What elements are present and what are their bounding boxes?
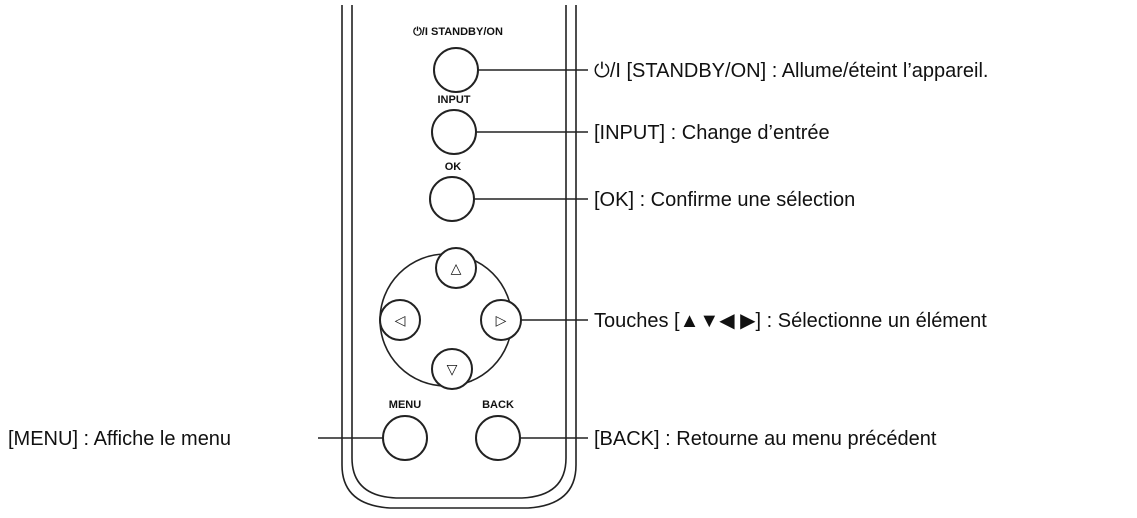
back-button[interactable] [475,415,521,461]
right-arrow-icon: ▷ [496,313,507,329]
down-arrow-icon: ▽ [447,362,458,378]
input-button[interactable] [431,109,477,155]
back-callout: [BACK] : Retourne au menu précédent [594,428,937,450]
ok-callout: [OK] : Confirme une sélection [594,189,855,211]
standby-callout: ⏻/I [STANDBY/ON] : Allume/éteint l’appar… [594,60,988,82]
input-callout: [INPUT] : Change d’entrée [594,122,830,144]
up-arrow-icon: △ [451,261,462,277]
ok-button[interactable] [429,176,475,222]
ok-button-label: OK [445,161,462,173]
arrows-callout: Touches [▲▼◀ ▶] : Sélectionne un élément [594,310,987,332]
dpad-up-button[interactable] [435,247,477,289]
remote-body-outer [341,5,577,509]
standby-button[interactable] [433,47,479,93]
menu-callout: [MENU] : Affiche le menu [8,428,231,450]
menu-button-label: MENU [389,399,421,411]
back-button-label: BACK [482,399,514,411]
input-button-label: INPUT [438,94,471,106]
left-arrow-icon: ◁ [395,313,406,329]
dpad-left-button[interactable] [379,299,421,341]
standby-button-label: ⏻/I STANDBY/ON [413,25,503,38]
menu-button[interactable] [382,415,428,461]
remote-body-inner [351,5,567,499]
dpad-down-button[interactable] [431,348,473,390]
